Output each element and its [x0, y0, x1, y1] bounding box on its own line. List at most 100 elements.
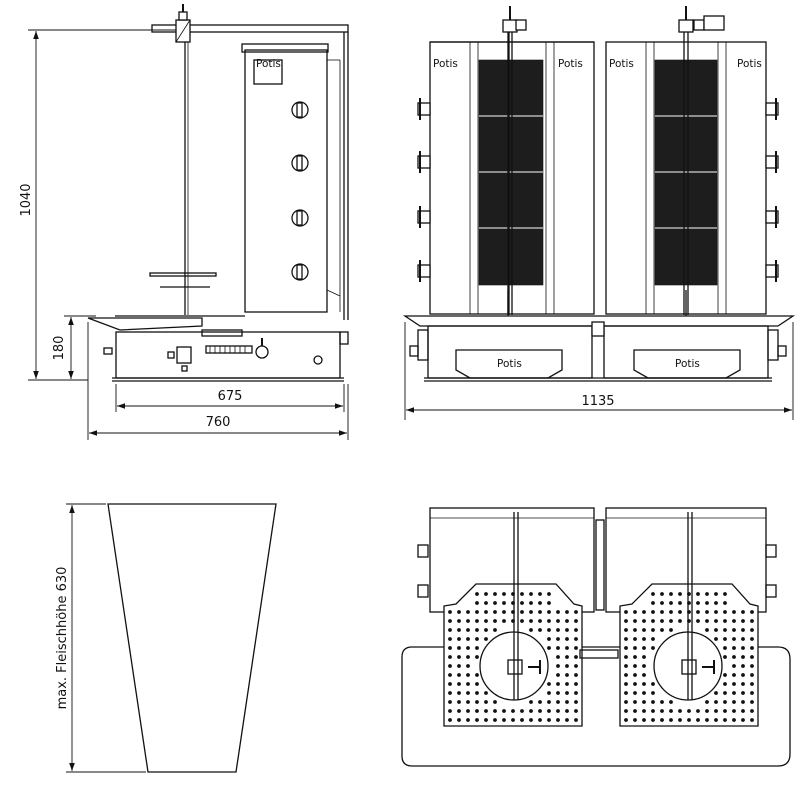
- perforation-hole: [714, 610, 718, 614]
- perforation-hole: [493, 601, 497, 605]
- side-knob: [417, 151, 431, 173]
- perforation-hole: [741, 619, 745, 623]
- perforation-right: [624, 592, 754, 722]
- perforation-hole: [732, 619, 736, 623]
- perforation-hole: [520, 610, 524, 614]
- perforation-hole: [642, 718, 646, 722]
- perforation-hole: [466, 673, 470, 677]
- perforation-hole: [741, 610, 745, 614]
- perforation-hole: [475, 700, 479, 704]
- perforation-hole: [448, 637, 452, 641]
- perforation-hole: [732, 682, 736, 686]
- perforation-hole: [732, 718, 736, 722]
- perforation-hole: [556, 628, 560, 632]
- perforation-hole: [484, 592, 488, 596]
- perforation-hole: [574, 664, 578, 668]
- perforation-hole: [520, 592, 524, 596]
- perforation-hole: [723, 673, 727, 677]
- perforation-hole: [750, 673, 754, 677]
- dimension-height-base: 180: [52, 315, 96, 379]
- side-knob: [765, 98, 779, 120]
- perforation-hole: [633, 691, 637, 695]
- perforation-hole: [723, 646, 727, 650]
- perforation-hole: [633, 682, 637, 686]
- perforation-hole: [651, 700, 655, 704]
- dimension-675-label: 675: [218, 389, 243, 404]
- perforation-hole: [448, 691, 452, 695]
- perforation-hole: [714, 718, 718, 722]
- perforation-hole: [529, 709, 533, 713]
- perforation-hole: [678, 709, 682, 713]
- perforation-hole: [466, 610, 470, 614]
- perforation-hole: [547, 610, 551, 614]
- perforation-hole: [651, 619, 655, 623]
- perforation-hole: [723, 619, 727, 623]
- perforation-hole: [502, 709, 506, 713]
- perforation-hole: [669, 601, 673, 605]
- perforation-hole: [678, 610, 682, 614]
- perforation-hole: [633, 619, 637, 623]
- perforation-hole: [457, 682, 461, 686]
- perforation-hole: [565, 628, 569, 632]
- perforation-hole: [448, 700, 452, 704]
- side-knob: [765, 206, 779, 228]
- perforation-hole: [750, 619, 754, 623]
- perforation-hole: [538, 628, 542, 632]
- perforation-hole: [466, 682, 470, 686]
- perforation-hole: [574, 619, 578, 623]
- perforation-hole: [741, 700, 745, 704]
- perforation-hole: [547, 646, 551, 650]
- perforation-hole: [565, 700, 569, 704]
- perforation-hole: [574, 718, 578, 722]
- meat-height-label: max. Fleischhöhe 630: [55, 567, 70, 710]
- perforation-hole: [475, 592, 479, 596]
- perforation-hole: [448, 628, 452, 632]
- front-base: Potis Potis: [402, 290, 796, 382]
- perforation-hole: [642, 628, 646, 632]
- perforation-hole: [484, 610, 488, 614]
- perforation-hole: [705, 628, 709, 632]
- perforation-hole: [457, 700, 461, 704]
- perforation-hole: [529, 619, 533, 623]
- perforation-hole: [538, 700, 542, 704]
- perforation-hole: [741, 691, 745, 695]
- perforation-hole: [565, 646, 569, 650]
- perforation-hole: [705, 592, 709, 596]
- perforation-hole: [475, 619, 479, 623]
- perforation-hole: [520, 601, 524, 605]
- perforation-hole: [493, 592, 497, 596]
- perforation-hole: [565, 691, 569, 695]
- front-unit-right: Potis Potis: [605, 6, 779, 315]
- perforation-hole: [484, 691, 488, 695]
- perforation-hole: [466, 718, 470, 722]
- front-view: Potis Potis Potis Potis: [402, 6, 796, 420]
- perforation-hole: [475, 601, 479, 605]
- perforation-hole: [624, 646, 628, 650]
- perforation-hole: [678, 718, 682, 722]
- perforation-hole: [565, 682, 569, 686]
- brand-label-front-4: Potis: [737, 58, 762, 70]
- meat-cone-view: max. Fleischhöhe 630: [55, 503, 277, 773]
- perforation-hole: [741, 628, 745, 632]
- perforation-hole: [660, 610, 664, 614]
- perforation-hole: [502, 601, 506, 605]
- control-knob: [291, 209, 309, 227]
- perforation-hole: [642, 637, 646, 641]
- perforation-hole: [520, 718, 524, 722]
- perforation-hole: [723, 700, 727, 704]
- perforation-hole: [493, 619, 497, 623]
- meat-cone-outline: [107, 503, 277, 773]
- perforation-hole: [448, 709, 452, 713]
- perforation-hole: [448, 664, 452, 668]
- perforation-hole: [466, 628, 470, 632]
- dimension-width-total: 1135: [404, 322, 794, 420]
- perforation-hole: [475, 673, 479, 677]
- perforation-hole: [457, 664, 461, 668]
- perforation-hole: [547, 718, 551, 722]
- perforation-hole: [466, 709, 470, 713]
- perforation-hole: [651, 646, 655, 650]
- perforation-hole: [660, 619, 664, 623]
- perforation-hole: [732, 655, 736, 659]
- perforation-hole: [705, 700, 709, 704]
- perforation-hole: [660, 592, 664, 596]
